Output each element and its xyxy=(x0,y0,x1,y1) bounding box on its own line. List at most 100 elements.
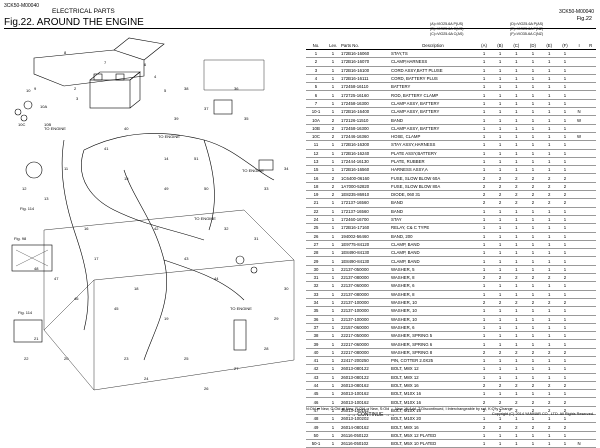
cell-no: 44 xyxy=(306,381,326,391)
cell-qty-e: 2 xyxy=(541,397,558,407)
cell-desc: CORD, BATTERY PLUS xyxy=(390,74,476,84)
cell-qty-d: 1 xyxy=(524,223,542,233)
cell-i xyxy=(572,90,586,100)
cell-qty-b: 1 xyxy=(492,290,509,299)
cell-qty-c: 2 xyxy=(508,182,525,192)
cell-qty-c: 1 xyxy=(508,66,525,75)
cell-qty-a: 1 xyxy=(476,281,493,291)
cell-no: 10-1 xyxy=(306,107,326,117)
cell-qty-f: 1 xyxy=(557,66,573,75)
cell-qty-b: 1 xyxy=(492,140,509,150)
cell-desc: WASHER, 10 xyxy=(390,306,476,316)
cell-qty-d: 1 xyxy=(524,124,542,133)
callout-number: 47 xyxy=(54,276,59,281)
cell-desc: BOLT, M10X 20 xyxy=(390,414,476,424)
cell-i xyxy=(572,223,586,233)
cell-part: 26116-050102 xyxy=(340,439,390,448)
cell-r xyxy=(585,406,596,416)
cell-part: 26013-080122 xyxy=(340,364,390,374)
cell-r xyxy=(585,356,596,366)
cell-no: 10C xyxy=(306,132,326,142)
cell-qty-f: 1 xyxy=(557,57,573,67)
cell-qty-a: 1 xyxy=(476,356,493,366)
cell-i xyxy=(572,364,586,374)
cell-qty-c: 1 xyxy=(508,99,525,109)
connector xyxy=(258,159,274,171)
cell-r xyxy=(585,256,596,266)
cell-i xyxy=(572,256,586,266)
cell-r xyxy=(585,124,596,133)
cell-qty-e: 1 xyxy=(541,223,558,233)
cell-qty-b: 1 xyxy=(492,82,509,92)
cell-no: 6 xyxy=(306,90,326,100)
cell-lev: 1 xyxy=(326,373,340,382)
cell-qty-e: 1 xyxy=(541,323,558,333)
cell-qty-c: 1 xyxy=(508,256,525,266)
cell-qty-b: 1 xyxy=(492,157,509,167)
cell-qty-e: 1 xyxy=(541,49,558,59)
cell-qty-c: 2 xyxy=(508,298,525,308)
cell-desc: BAND, 200 xyxy=(390,232,476,241)
cell-qty-a: 1 xyxy=(476,256,493,266)
cell-qty-e: 2 xyxy=(541,190,558,200)
cell-part: 26013-080122 xyxy=(340,373,390,382)
cell-qty-f: 1 xyxy=(557,207,573,216)
cell-i xyxy=(572,306,586,316)
cell-desc: CLAMP, BAND xyxy=(390,248,476,258)
cell-qty-e: 1 xyxy=(541,356,558,366)
cell-part: 22137-100000 xyxy=(340,298,390,308)
cell-lev: 1 xyxy=(326,256,340,266)
cell-qty-b: 1 xyxy=(492,99,509,109)
to-engine-label: TO ENGINE xyxy=(194,216,216,221)
cell-part: 22137-080000 xyxy=(340,273,390,283)
cell-i xyxy=(572,82,586,92)
cell-qty-c: 1 xyxy=(508,323,525,333)
cell-qty-f: 1 xyxy=(557,414,573,424)
cell-i xyxy=(572,66,586,75)
cell-qty-c: 1 xyxy=(508,82,525,92)
cell-part: 26013-100162 xyxy=(340,389,390,399)
cell-qty-d: 1 xyxy=(524,66,542,75)
battery-bracket xyxy=(33,49,145,87)
cell-qty-c: 2 xyxy=(508,406,525,416)
cell-no: 45 xyxy=(306,389,326,399)
cell-desc: PIN, COTTER 2.0X25 xyxy=(390,356,476,366)
cell-desc: HARNESS ASSY,A xyxy=(390,165,476,175)
cell-qty-c: 2 xyxy=(508,348,525,358)
cell-r xyxy=(585,223,596,233)
cell-desc: WASHER, 6 xyxy=(390,323,476,333)
cell-r xyxy=(585,323,596,333)
cell-i xyxy=(572,240,586,250)
cell-no: 22 xyxy=(306,207,326,216)
cell-qty-b: 1 xyxy=(492,331,509,341)
legend-item: (F)=VIO35-6A C(NZ) xyxy=(510,32,544,36)
cell-part: 172137-16560 xyxy=(340,198,390,208)
callout-number: 19 xyxy=(164,316,169,321)
cell-qty-d: 2 xyxy=(524,381,542,391)
cell-part: 172458-16300 xyxy=(340,124,390,133)
callout-number: 8 xyxy=(64,50,67,55)
cell-qty-c: 1 xyxy=(508,232,525,241)
cell-i xyxy=(572,232,586,241)
cell-desc: BAND xyxy=(390,198,476,208)
to-engine-label: TO ENGINE xyxy=(158,134,180,139)
cell-r xyxy=(585,240,596,250)
cell-qty-b: 1 xyxy=(492,215,509,225)
cell-qty-f: 1 xyxy=(557,115,573,125)
callout-number: 43 xyxy=(184,256,189,261)
cell-qty-e: 1 xyxy=(541,414,558,424)
cell-qty-e: 1 xyxy=(541,439,558,448)
cell-lev: 1 xyxy=(326,348,340,358)
cell-r xyxy=(585,74,596,84)
callout-number: 13 xyxy=(44,196,49,201)
cell-r xyxy=(585,298,596,308)
cell-no: 32 xyxy=(306,281,326,291)
